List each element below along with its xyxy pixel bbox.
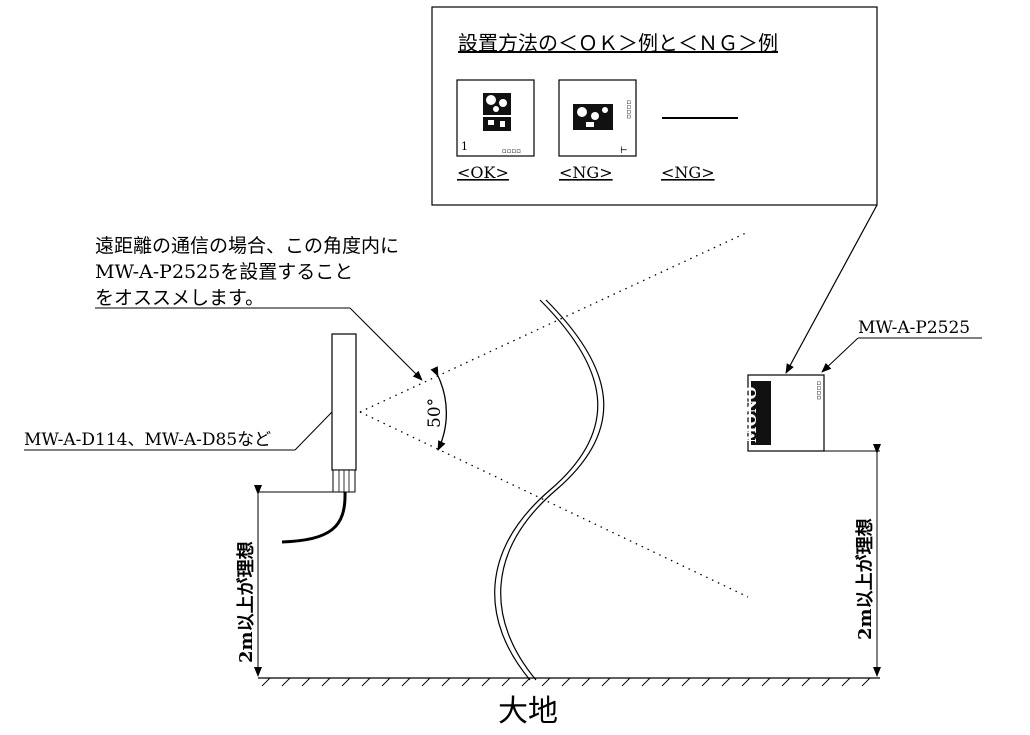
ground-hatch	[821, 677, 831, 687]
ground-hatch	[481, 677, 491, 687]
ng-example-2: <NG>	[661, 117, 738, 182]
ground-hatch	[501, 677, 511, 687]
ground-hatch	[461, 677, 471, 687]
reader-leader	[294, 411, 333, 451]
ground-hatch	[621, 677, 631, 687]
ground-hatch	[261, 677, 271, 687]
ground-hatch	[781, 677, 791, 687]
ground-hatch	[341, 677, 351, 687]
ground-hatch	[841, 677, 851, 687]
annotation-line-3: をオススメします。	[95, 287, 264, 309]
ground-hatch	[541, 677, 551, 687]
reader-cable	[281, 491, 347, 544]
tag-small-code: ▫▫▫▫	[815, 381, 823, 400]
ground-hatch	[361, 677, 371, 687]
height-label-right: 2m以上が理想	[854, 518, 876, 640]
ground-hatch	[801, 677, 811, 687]
callout-title: 設置方法の＜ＯＫ＞例と＜ＮＧ＞例	[458, 31, 778, 55]
break-line-2	[500, 299, 605, 681]
ng-label-2: <NG>	[661, 163, 715, 182]
ng1-mark: ⊢	[620, 146, 628, 156]
ng-example-1: ▫▫▫▫ ⊢ <NG>	[558, 79, 637, 182]
annotation-block: 遠距離の通信の場合、この角度内に MW-A-P2525を設置すること をオススメ…	[95, 235, 423, 381]
ground-hatch	[721, 677, 731, 687]
ground-hatch	[641, 677, 651, 687]
beam-upper-line	[359, 231, 749, 413]
ng1-small-code: ▫▫▫▫	[625, 100, 633, 119]
ground-hatch	[301, 677, 311, 687]
height-dimension-right: 2m以上が理想	[824, 444, 881, 677]
tag-device: MONO ▫▫▫▫	[742, 374, 825, 452]
annotation-line-1: 遠距離の通信の場合、この角度内に	[95, 235, 399, 257]
annotation-leader-arrow	[349, 307, 423, 381]
qr-pattern-icon	[573, 104, 613, 130]
angle-arc	[430, 366, 448, 451]
ground-hatch	[601, 677, 611, 687]
callout-arrow	[785, 204, 878, 374]
ground-hatch	[521, 677, 531, 687]
ground-hatch	[401, 677, 411, 687]
callout-box: 設置方法の＜ＯＫ＞例と＜ＮＧ＞例 1 ▫▫▫▫ <OK>	[431, 6, 878, 206]
annotation-line-2: MW-A-P2525を設置すること	[95, 261, 353, 283]
break-line-1	[494, 299, 599, 681]
beam-lower-line	[359, 411, 749, 598]
ground-hatch	[421, 677, 431, 687]
reader-label: MW-A-D114、MW-A-D85など	[24, 430, 271, 450]
reader-device	[281, 333, 357, 544]
ground-hatch	[561, 677, 571, 687]
ground-hatch	[681, 677, 691, 687]
ground-line	[258, 677, 880, 687]
tag-print-area	[751, 381, 771, 445]
height-label-left: 2m以上が理想	[235, 541, 257, 663]
ok-example: 1 ▫▫▫▫ <OK>	[456, 79, 535, 182]
ground-label: 大地	[498, 694, 558, 729]
ok-label: <OK>	[457, 163, 509, 182]
ng-label-1: <NG>	[559, 163, 613, 182]
tag-label: MW-A-P2525	[858, 318, 970, 338]
ground-hatch	[701, 677, 711, 687]
height-dimension-left: 2m以上が理想	[235, 485, 345, 677]
ground-hatch	[861, 677, 871, 687]
ground-hatch	[581, 677, 591, 687]
ok-small-code: ▫▫▫▫	[502, 147, 521, 155]
qr-pattern-icon	[483, 93, 511, 131]
ok-mark-1: 1	[461, 140, 468, 153]
ground-hatch	[441, 677, 451, 687]
tag-label-leader	[821, 337, 859, 373]
ground-hatch	[381, 677, 391, 687]
tag-text: MONO	[742, 387, 760, 443]
ground-hatch	[661, 677, 671, 687]
ground-hatch	[281, 677, 291, 687]
angle-label: 50°	[425, 398, 445, 428]
ground-hatch	[761, 677, 771, 687]
ground-hatch	[741, 677, 751, 687]
ground-hatch	[321, 677, 331, 687]
